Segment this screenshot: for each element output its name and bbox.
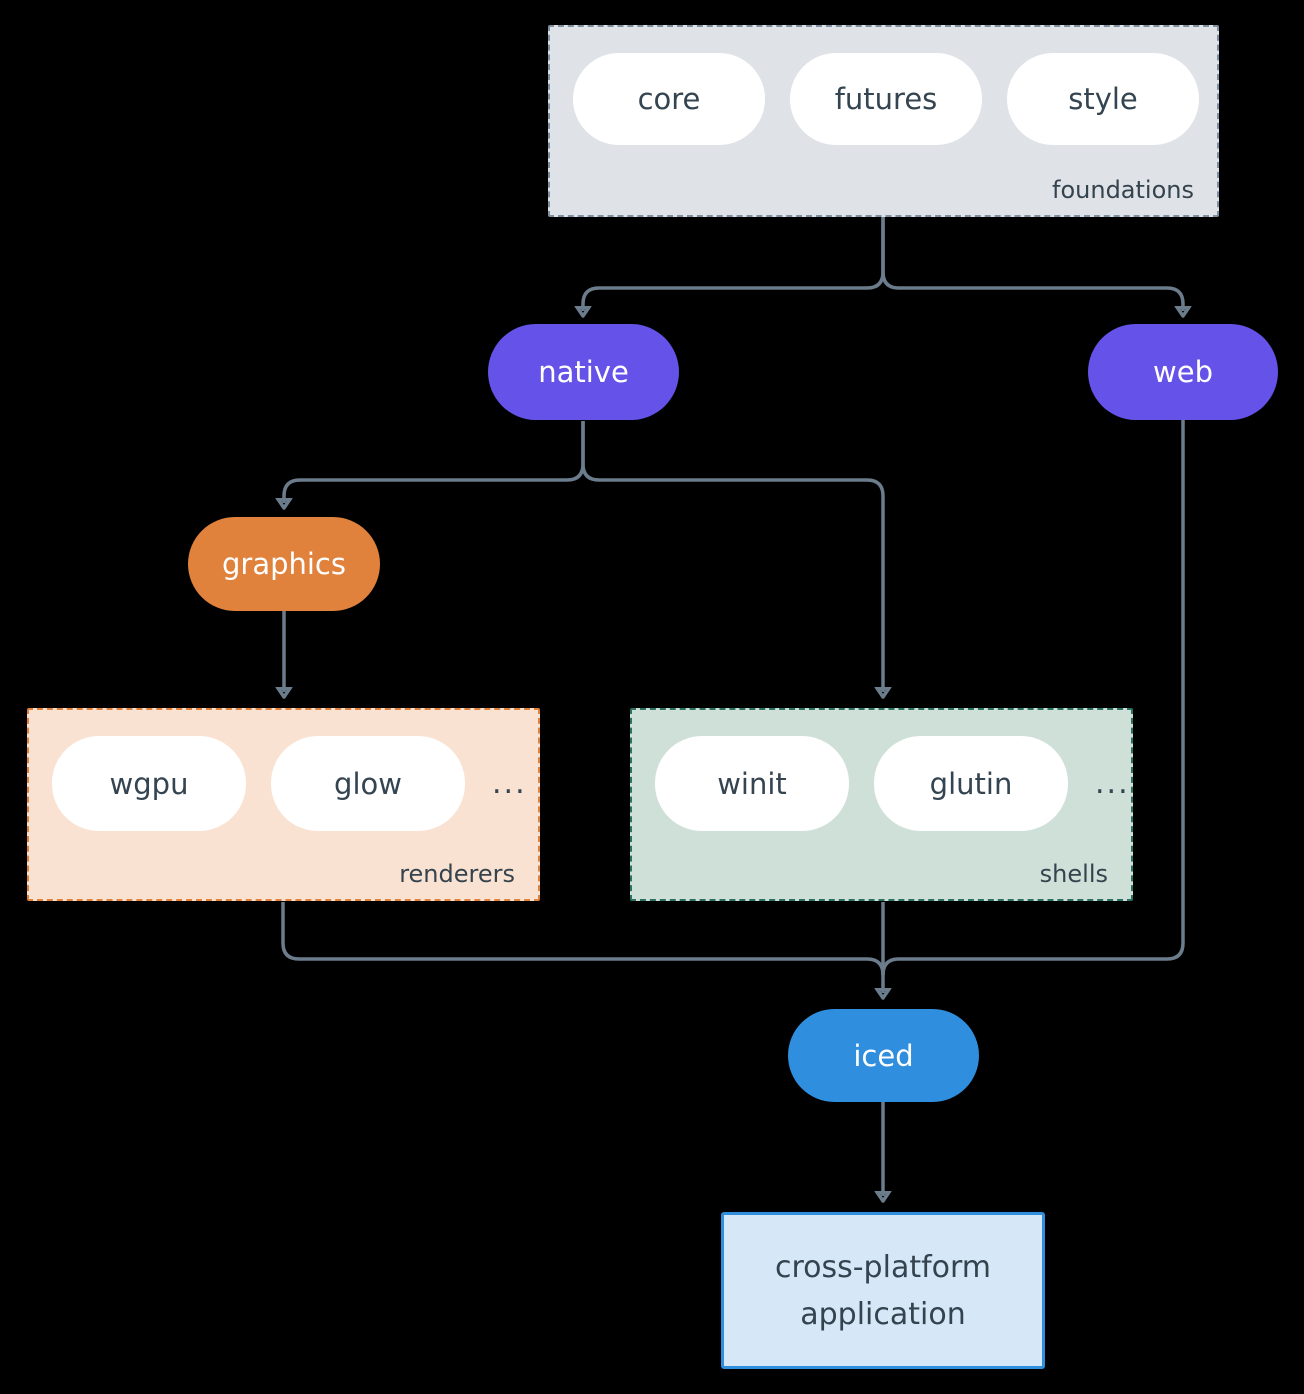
edge-native-graphics — [284, 421, 585, 503]
edge-native-shells — [581, 421, 883, 692]
application-box: cross-platform application — [721, 1212, 1045, 1369]
application-label-line1: cross-platform — [774, 1249, 992, 1285]
renderers-pill-row: wgpu glow ... — [29, 710, 538, 831]
shells-ellipsis: ... — [1095, 766, 1130, 801]
application-label-line2: application — [800, 1296, 966, 1332]
group-renderers: wgpu glow ... renderers — [27, 708, 540, 901]
node-native: native — [488, 324, 679, 420]
foundations-pill-row: core futures style — [550, 27, 1217, 145]
node-iced: iced — [788, 1009, 979, 1102]
crate-style: style — [1007, 53, 1199, 145]
crate-glow: glow — [271, 736, 465, 831]
crate-glutin: glutin — [874, 736, 1068, 831]
foundations-label: foundations — [1052, 176, 1194, 204]
crate-wgpu: wgpu — [52, 736, 246, 831]
group-foundations: core futures style foundations — [548, 25, 1219, 217]
edge-foundations-web — [881, 217, 1183, 311]
renderers-label: renderers — [399, 860, 515, 888]
shells-pill-row: winit glutin ... — [632, 710, 1131, 831]
group-shells: winit glutin ... shells — [630, 708, 1133, 901]
crate-winit: winit — [655, 736, 849, 831]
edge-renderers-iced — [281, 902, 885, 976]
shells-label: shells — [1039, 860, 1108, 888]
node-graphics: graphics — [188, 517, 380, 611]
crate-core: core — [573, 53, 765, 145]
edge-foundations-native — [583, 217, 885, 311]
crate-futures: futures — [790, 53, 982, 145]
renderers-ellipsis: ... — [492, 766, 527, 801]
edge-web-iced — [881, 420, 1185, 976]
node-web: web — [1088, 324, 1278, 420]
